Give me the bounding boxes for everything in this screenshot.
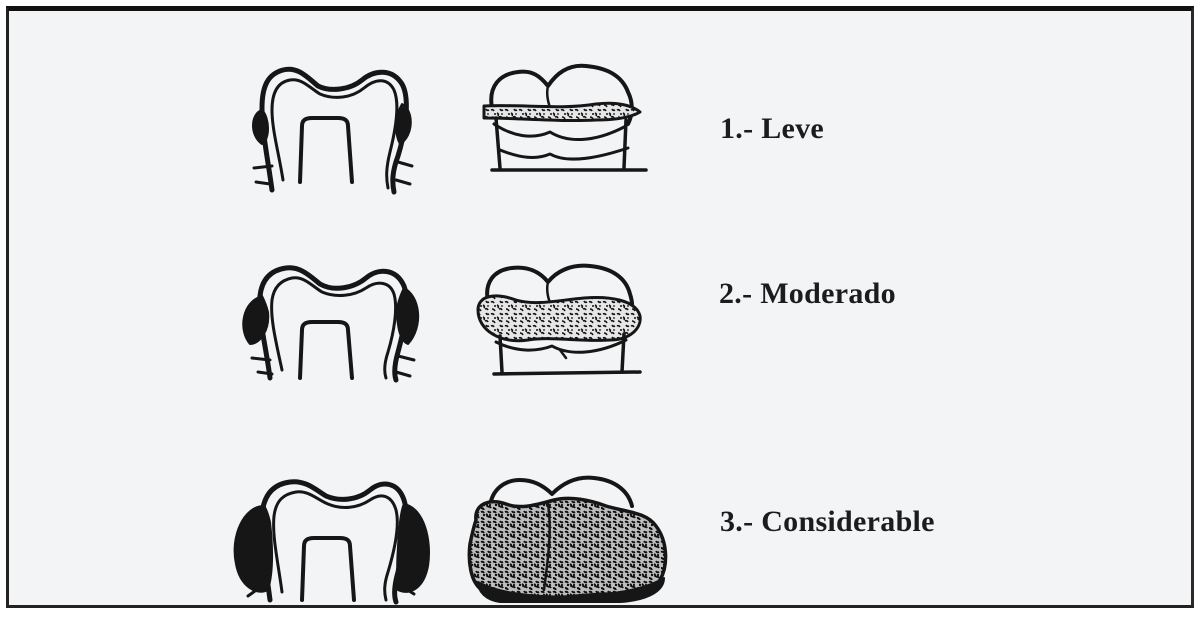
stage-3-label: 3.- Considerable	[720, 505, 935, 539]
stage-1-side-view	[484, 66, 646, 170]
stage-3-side-view	[469, 478, 665, 602]
stage-2-label: 2.- Moderado	[719, 277, 896, 311]
stage-3-cross-section	[235, 482, 429, 602]
stage-2-side-view	[478, 266, 640, 374]
stage-1-cross-section	[253, 69, 412, 192]
stage-1-label: 1.- Leve	[720, 112, 824, 146]
stage-2-cross-section	[243, 268, 418, 380]
